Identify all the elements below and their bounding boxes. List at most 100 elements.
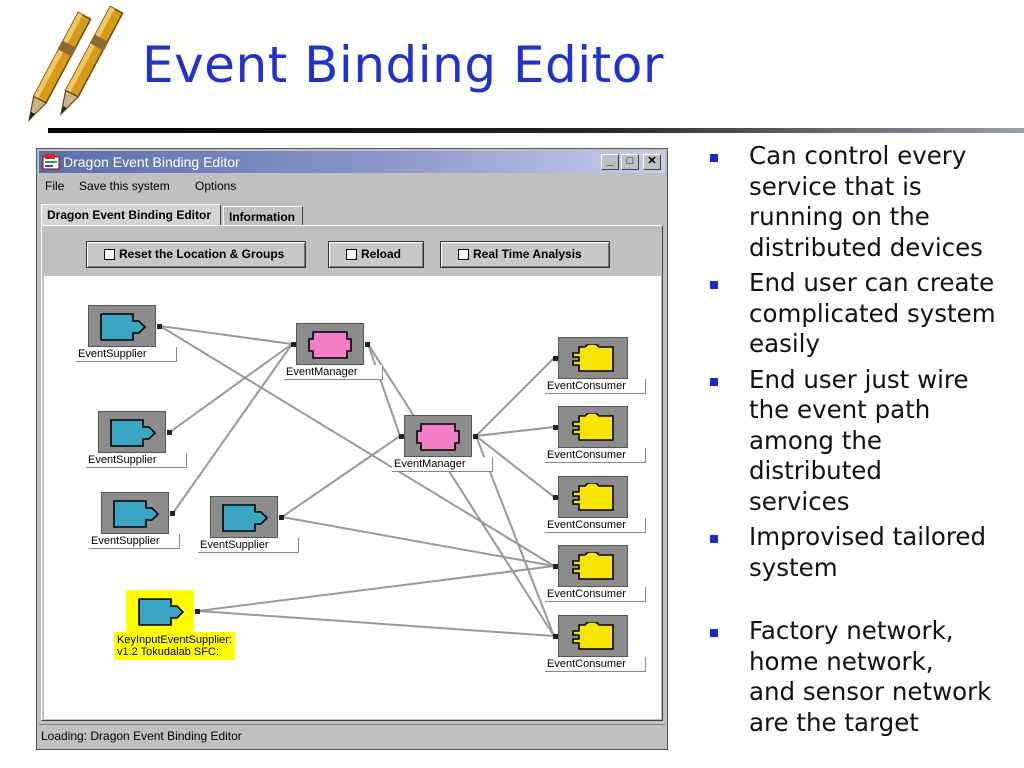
bullet-list: Can control every service that is runnin… — [706, 141, 1022, 743]
bullet-item: Factory network, home network, and senso… — [706, 616, 1022, 738]
title-divider — [48, 128, 1024, 133]
wire-m1-m2[interactable] — [367, 343, 401, 437]
menu-file[interactable]: File — [45, 179, 65, 193]
wire-s4-m2[interactable] — [281, 435, 401, 518]
event-supplier-icon — [110, 419, 157, 447]
node-box[interactable] — [98, 411, 166, 453]
event-consumer-icon — [572, 344, 614, 372]
app-window: Dragon Event Binding Editor _ □ ✕ File S… — [36, 148, 668, 750]
wire-m1-c5[interactable] — [367, 343, 555, 637]
pens-logo-icon — [28, 5, 124, 122]
bullet-text: End user just wire the event path among … — [749, 364, 969, 516]
event-consumer-icon — [572, 552, 614, 580]
output-port[interactable] — [167, 430, 172, 435]
event-manager-icon — [308, 331, 352, 359]
input-port[interactable] — [291, 342, 296, 347]
wire-s1-m1[interactable] — [159, 325, 293, 345]
window-titlebar[interactable]: Dragon Event Binding Editor _ □ ✕ — [39, 151, 665, 173]
square-bullet-icon — [710, 629, 718, 637]
input-port[interactable] — [553, 356, 558, 361]
reload-button-label: Reload — [361, 247, 402, 261]
square-bullet-icon — [710, 535, 718, 543]
event-wires — [159, 325, 555, 637]
wire-k1-c4[interactable] — [197, 565, 555, 612]
node-label: EventManager — [284, 365, 383, 380]
menu-options[interactable]: Options — [195, 179, 237, 193]
status-bar: Loading: Dragon Event Binding Editor — [39, 724, 665, 747]
tab-panel: Reset the Location & Groups Reload Real … — [41, 225, 663, 721]
app-icon — [42, 154, 60, 170]
tab-information[interactable]: Information — [223, 206, 303, 225]
wire-k1-c5[interactable] — [197, 610, 555, 637]
node-box[interactable] — [558, 615, 628, 657]
node-box[interactable] — [558, 545, 628, 587]
node-label: EventConsumer — [545, 587, 646, 602]
wire-s1-c4[interactable] — [159, 325, 555, 567]
node-box[interactable] — [101, 492, 169, 534]
node-label: EventSupplier — [76, 347, 177, 362]
close-button[interactable]: ✕ — [643, 154, 661, 170]
output-port[interactable] — [473, 434, 478, 439]
node-box[interactable] — [126, 590, 194, 632]
node-box[interactable] — [404, 415, 472, 457]
input-port[interactable] — [553, 495, 558, 500]
reset-location-groups-button[interactable]: Reset the Location & Groups — [86, 241, 306, 268]
node-label: EventManager — [392, 457, 493, 472]
maximize-button[interactable]: □ — [621, 154, 639, 170]
node-label: EventConsumer — [545, 657, 646, 672]
tab-dragon-event-binding-editor[interactable]: Dragon Event Binding Editor — [41, 204, 221, 225]
toolbar: Reset the Location & Groups Reload Real … — [44, 228, 662, 274]
wire-m2-c3[interactable] — [475, 435, 555, 498]
slide-title: Event Binding Editor — [142, 36, 664, 94]
menu-bar: File Save this system Options — [39, 175, 665, 197]
square-bullet-icon — [710, 154, 718, 162]
wire-s2-m1[interactable] — [169, 343, 293, 433]
output-port[interactable] — [279, 515, 284, 520]
bullet-item: Can control every service that is runnin… — [706, 141, 1022, 263]
wire-m2-c1[interactable] — [475, 357, 555, 437]
wire-m2-c2[interactable] — [475, 426, 555, 437]
input-port[interactable] — [553, 425, 558, 430]
event-supplier-icon — [138, 598, 185, 626]
node-label: EventConsumer — [545, 518, 646, 533]
event-supplier-icon — [222, 504, 269, 532]
node-label: EventSupplier — [89, 534, 180, 549]
event-consumer-icon — [572, 483, 614, 511]
node-label: EventSupplier — [86, 453, 187, 468]
node-label: EventConsumer — [545, 379, 646, 394]
wire-s3-m1[interactable] — [172, 343, 293, 514]
output-port[interactable] — [157, 324, 162, 329]
bullet-text: End user can create complicated system e… — [749, 268, 996, 358]
window-title: Dragon Event Binding Editor — [63, 154, 240, 170]
node-label: EventSupplier — [198, 538, 299, 553]
node-box[interactable] — [210, 496, 278, 538]
checkbox-icon — [104, 249, 115, 260]
input-port[interactable] — [399, 434, 404, 439]
event-consumer-icon — [572, 622, 614, 650]
menu-save-this-system[interactable]: Save this system — [79, 179, 170, 193]
node-box[interactable] — [558, 476, 628, 518]
node-box[interactable] — [558, 337, 628, 379]
minimize-button[interactable]: _ — [601, 154, 619, 170]
output-port[interactable] — [365, 342, 370, 347]
node-box[interactable] — [88, 305, 156, 347]
bullet-text: Factory network, home network, and senso… — [749, 616, 992, 737]
node-label: KeyInputEventSupplier: v1.2 Tokudalab SF… — [114, 632, 235, 660]
node-box[interactable] — [558, 406, 628, 448]
bullet-item: End user just wire the event path among … — [706, 365, 1022, 518]
reload-button[interactable]: Reload — [328, 241, 424, 268]
output-port[interactable] — [195, 609, 200, 614]
square-bullet-icon — [710, 281, 718, 289]
node-box[interactable] — [296, 323, 364, 365]
real-time-analysis-button[interactable]: Real Time Analysis — [440, 241, 610, 268]
wire-s4-c4[interactable] — [281, 516, 555, 567]
square-bullet-icon — [710, 377, 718, 386]
bullet-item: Improvised tailored system — [706, 522, 1022, 583]
real-time-analysis-label: Real Time Analysis — [473, 247, 582, 261]
input-port[interactable] — [553, 564, 558, 569]
event-supplier-icon — [113, 500, 160, 528]
input-port[interactable] — [553, 634, 558, 639]
event-manager-icon — [416, 423, 460, 451]
output-port[interactable] — [170, 511, 175, 516]
